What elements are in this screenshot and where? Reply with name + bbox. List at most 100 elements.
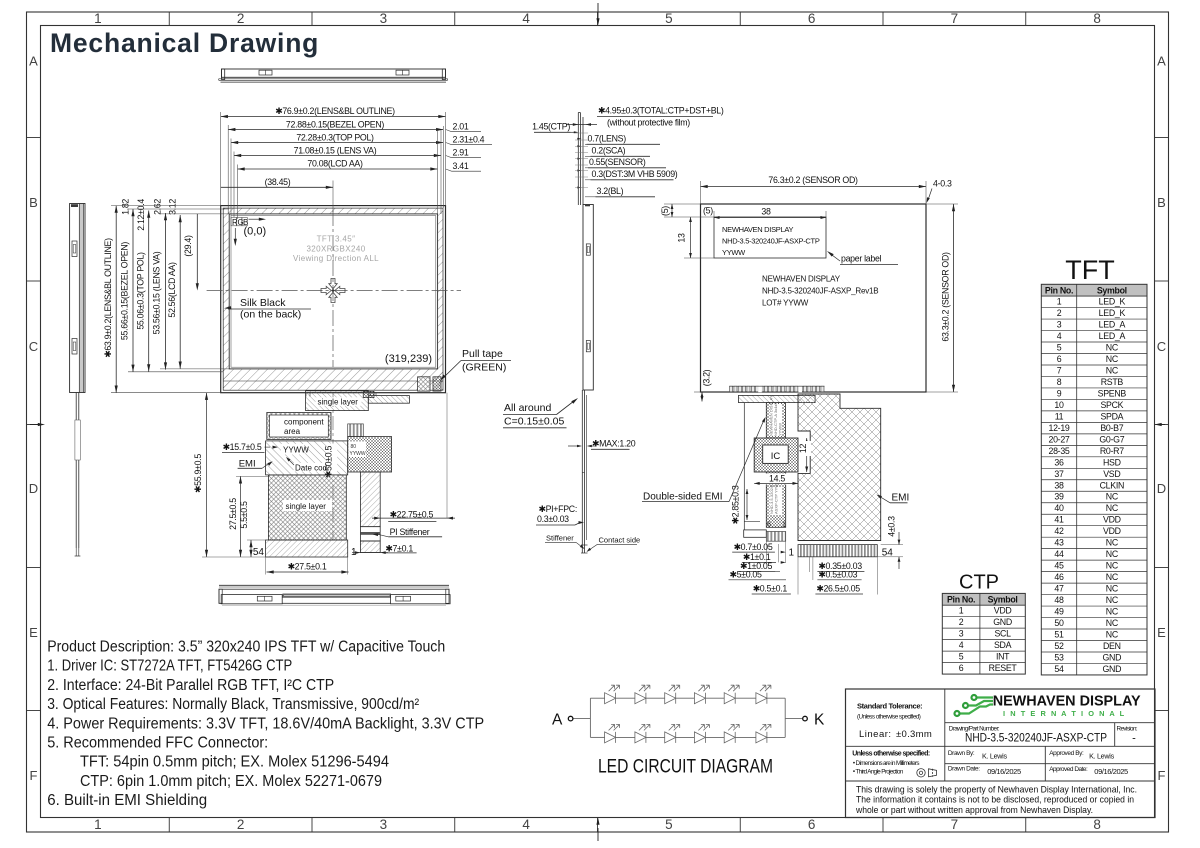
svg-text:LED_K: LED_K bbox=[1099, 308, 1126, 318]
svg-text:46: 46 bbox=[1054, 572, 1064, 582]
svg-text:Symbol: Symbol bbox=[988, 594, 1018, 604]
svg-text:SPCK: SPCK bbox=[1100, 400, 1123, 410]
svg-text:7: 7 bbox=[951, 11, 959, 26]
svg-text:NC: NC bbox=[1106, 503, 1119, 513]
svg-text:09/16/2025: 09/16/2025 bbox=[987, 767, 1021, 776]
svg-text:(Unless otherwise specified): (Unless otherwise specified) bbox=[857, 713, 921, 720]
svg-text:Symbol: Symbol bbox=[1097, 285, 1127, 295]
svg-text:single layer: single layer bbox=[318, 397, 359, 406]
svg-text:RESET: RESET bbox=[989, 663, 1018, 673]
svg-text:CLKIN: CLKIN bbox=[1100, 480, 1124, 490]
svg-text:Product Description: 3.5” 320x: Product Description: 3.5” 320x240 IPS TF… bbox=[47, 639, 445, 656]
svg-text:YYWW: YYWW bbox=[722, 248, 746, 257]
svg-text:✱50±0.5: ✱50±0.5 bbox=[324, 446, 334, 479]
svg-text:SDA: SDA bbox=[994, 640, 1012, 650]
svg-text:4. Power Requirements: 3.3V TF: 4. Power Requirements: 3.3V TFT, 18.6V/4… bbox=[47, 715, 484, 732]
svg-text:47: 47 bbox=[1054, 584, 1064, 594]
svg-text:NHD-3.5-320240JF: NHD-3.5-320240JF bbox=[769, 479, 774, 514]
svg-text:NC: NC bbox=[1106, 561, 1119, 571]
svg-text:R: R bbox=[232, 218, 238, 227]
svg-text:4±0.3: 4±0.3 bbox=[886, 516, 896, 537]
svg-text:A: A bbox=[29, 54, 38, 69]
svg-text:1: 1 bbox=[789, 547, 795, 558]
svg-text:Double-sided EMI: Double-sided EMI bbox=[643, 492, 722, 503]
svg-text:NC: NC bbox=[1106, 365, 1119, 375]
svg-text:✱4.95±0.3(TOTAL:CTP+DST+BL): ✱4.95±0.3(TOTAL:CTP+DST+BL) bbox=[598, 106, 724, 116]
svg-text:3.41: 3.41 bbox=[453, 161, 469, 171]
svg-text:component: component bbox=[284, 418, 324, 427]
svg-text:1: 1 bbox=[94, 11, 102, 26]
svg-text:Stiffener: Stiffener bbox=[546, 534, 574, 543]
svg-text:NC: NC bbox=[1106, 354, 1119, 364]
svg-text:3.12: 3.12 bbox=[168, 199, 178, 215]
svg-text:B: B bbox=[1157, 195, 1166, 210]
svg-text:DEN: DEN bbox=[1103, 641, 1121, 651]
svg-text:0.3(DST:3M VHB 5909): 0.3(DST:3M VHB 5909) bbox=[592, 169, 678, 179]
svg-text:Unless otherwise specified:: Unless otherwise specified: bbox=[852, 750, 930, 757]
svg-text:3: 3 bbox=[380, 11, 388, 26]
svg-text:NC: NC bbox=[1106, 492, 1119, 502]
svg-text:38: 38 bbox=[761, 207, 771, 217]
svg-text:40: 40 bbox=[1054, 503, 1064, 513]
svg-text:45: 45 bbox=[1054, 561, 1064, 571]
svg-text:2.31±0.4: 2.31±0.4 bbox=[453, 135, 485, 145]
svg-text:6: 6 bbox=[959, 663, 964, 673]
svg-text:27.5±0.5: 27.5±0.5 bbox=[228, 498, 238, 530]
svg-text:3: 3 bbox=[959, 629, 964, 639]
svg-text:C=0.15±0.05: C=0.15±0.05 bbox=[504, 416, 565, 428]
svg-text:VSD: VSD bbox=[1103, 469, 1120, 479]
svg-text:INT: INT bbox=[996, 652, 1010, 662]
svg-text:1. Driver IC: ST7272A TFT, FT5: 1. Driver IC: ST7272A TFT, FT5426G CTP bbox=[47, 658, 292, 675]
svg-text:NHD-3.5-320240JF-ASXP_Rev1B: NHD-3.5-320240JF-ASXP_Rev1B bbox=[762, 287, 878, 296]
svg-text:Pin No.: Pin No. bbox=[947, 594, 975, 604]
svg-text:63.3±0.2 (SENSOR OD): 63.3±0.2 (SENSOR OD) bbox=[941, 252, 951, 342]
svg-text:320XRGBX240: 320XRGBX240 bbox=[306, 245, 365, 254]
svg-text:2: 2 bbox=[237, 11, 245, 26]
svg-text:✱0.7±0.05: ✱0.7±0.05 bbox=[734, 542, 773, 552]
svg-text:51: 51 bbox=[1054, 630, 1064, 640]
svg-text:K. Lewis: K. Lewis bbox=[982, 751, 1007, 760]
svg-text:NC: NC bbox=[1106, 538, 1119, 548]
svg-text:(without protective film): (without protective film) bbox=[607, 118, 690, 128]
svg-text:GND: GND bbox=[1103, 664, 1122, 674]
svg-text:TFT 3.45″: TFT 3.45″ bbox=[317, 235, 356, 244]
svg-text:Mechanical Drawing: Mechanical Drawing bbox=[50, 28, 319, 58]
svg-text:6. Built-in EMI Shielding: 6. Built-in EMI Shielding bbox=[47, 792, 207, 809]
svg-text:Pull tape: Pull tape bbox=[462, 348, 503, 360]
svg-text:37: 37 bbox=[1054, 469, 1064, 479]
svg-text:(3.2): (3.2) bbox=[702, 369, 712, 386]
svg-text:44: 44 bbox=[1054, 549, 1064, 559]
svg-text:LED_K: LED_K bbox=[1099, 297, 1126, 307]
svg-text:72.88±0.15(BEZEL OPEN): 72.88±0.15(BEZEL OPEN) bbox=[286, 119, 385, 129]
svg-text:9: 9 bbox=[1057, 388, 1062, 398]
svg-text:NHD-3.5-320240JF-ASXP-CTP: NHD-3.5-320240JF-ASXP-CTP bbox=[722, 237, 820, 246]
svg-text:10: 10 bbox=[1054, 400, 1064, 410]
svg-text:✱1±0.1: ✱1±0.1 bbox=[743, 552, 771, 562]
svg-text:EMI: EMI bbox=[239, 459, 256, 470]
svg-text:(5): (5) bbox=[703, 206, 713, 216]
svg-text:Viewing Direction ALL: Viewing Direction ALL bbox=[293, 254, 379, 263]
svg-text:✱5±0.05: ✱5±0.05 bbox=[730, 570, 763, 580]
svg-text:76.3±0.2 (SENSOR OD): 76.3±0.2 (SENSOR OD) bbox=[768, 175, 858, 185]
svg-text:53.56±0.15 (LENS VA): 53.56±0.15 (LENS VA) bbox=[151, 251, 161, 334]
svg-text:6: 6 bbox=[808, 817, 816, 832]
svg-text:5. Recommended FFC Connector:: 5. Recommended FFC Connector: bbox=[47, 735, 268, 752]
svg-text:54: 54 bbox=[1054, 664, 1064, 674]
svg-text:Drawn By:: Drawn By: bbox=[948, 750, 975, 757]
svg-text:(GREEN): (GREEN) bbox=[462, 362, 506, 374]
svg-text:NC: NC bbox=[1106, 630, 1119, 640]
svg-text:VDD: VDD bbox=[1103, 515, 1121, 525]
svg-text:4-0.3: 4-0.3 bbox=[933, 179, 952, 189]
svg-text:VDD: VDD bbox=[994, 606, 1012, 616]
svg-text:Drawn Date:: Drawn Date: bbox=[948, 766, 980, 773]
svg-text:12-19: 12-19 bbox=[1049, 423, 1070, 433]
svg-text:7: 7 bbox=[951, 817, 959, 832]
svg-text:✱PI+FPC:: ✱PI+FPC: bbox=[539, 504, 577, 514]
svg-text:Pin No.: Pin No. bbox=[1045, 285, 1073, 295]
svg-text:1: 1 bbox=[1057, 297, 1062, 307]
svg-text:✱0.35±0.03: ✱0.35±0.03 bbox=[818, 561, 862, 571]
svg-text:55.66±0.15(BEZEL OPEN): 55.66±0.15(BEZEL OPEN) bbox=[119, 242, 129, 341]
svg-text:5: 5 bbox=[665, 817, 673, 832]
svg-text:NEWHAVEN DISPLAY: NEWHAVEN DISPLAY bbox=[993, 694, 1141, 710]
svg-text:A: A bbox=[552, 712, 563, 729]
